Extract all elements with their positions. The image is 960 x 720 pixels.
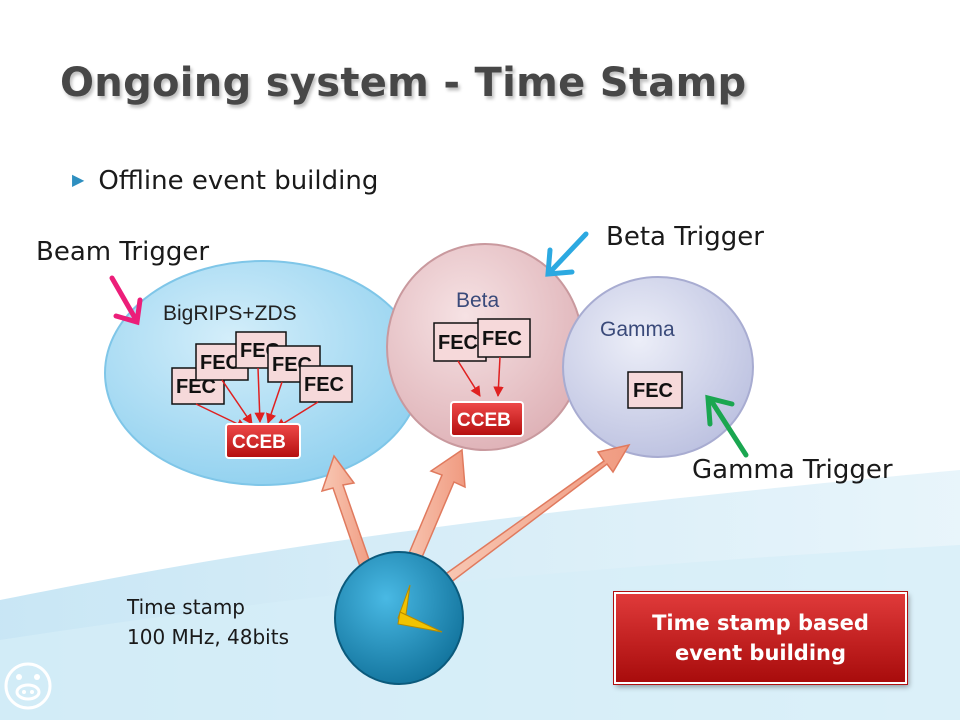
svg-text:CCEB: CCEB — [457, 410, 511, 431]
fec-box: FEC — [299, 365, 353, 403]
beta-trigger-arrow — [545, 231, 589, 277]
bullet-text: Offline event building — [98, 166, 379, 196]
result-line2: event building — [674, 641, 847, 665]
svg-text:FEC: FEC — [200, 352, 240, 374]
svg-text:FEC: FEC — [482, 328, 522, 350]
svg-text:FEC: FEC — [633, 380, 673, 402]
gamma-trigger-label: Gamma Trigger — [692, 455, 893, 485]
timestamp-arrow-gamma — [438, 443, 631, 588]
fec-box: FEC — [477, 318, 531, 358]
timestamp-arrow-bigrips — [320, 454, 375, 579]
timestamp-note: Time stamp 100 MHz, 48bits — [127, 592, 289, 652]
bullet-triangle-icon: ▶ — [72, 170, 85, 189]
bigrips-label: BigRIPS+ZDS — [163, 302, 297, 325]
gamma-trigger-arrow — [705, 394, 749, 458]
clock-icon — [334, 551, 464, 685]
result-line1: Time stamp based — [652, 611, 869, 635]
cceb-box-bigrips: CCEB — [225, 423, 301, 459]
gamma-label: Gamma — [600, 318, 675, 341]
gamma-group — [562, 276, 754, 458]
svg-text:FEC: FEC — [176, 376, 216, 398]
fec-box: FEC — [627, 371, 683, 409]
pig-logo-icon — [4, 662, 52, 710]
svg-text:FEC: FEC — [304, 374, 344, 396]
svg-text:CCEB: CCEB — [232, 432, 286, 453]
beam-trigger-label: Beam Trigger — [36, 237, 210, 267]
bullet-item: ▶ Offline event building — [72, 166, 378, 196]
beta-label: Beta — [456, 289, 500, 312]
timestamp-line2: 100 MHz, 48bits — [127, 625, 290, 649]
timestamp-line1: Time stamp — [127, 595, 245, 619]
result-box: Time stamp based event building — [614, 592, 907, 684]
svg-text:FEC: FEC — [438, 332, 478, 354]
cceb-box-beta: CCEB — [450, 401, 524, 437]
fec-to-cceb-links — [457, 356, 504, 398]
beam-trigger-arrow — [109, 275, 143, 326]
page-title: Ongoing system - Time Stamp — [60, 60, 747, 106]
fec-to-cceb-links — [195, 367, 319, 429]
beta-trigger-label: Beta Trigger — [606, 222, 764, 252]
